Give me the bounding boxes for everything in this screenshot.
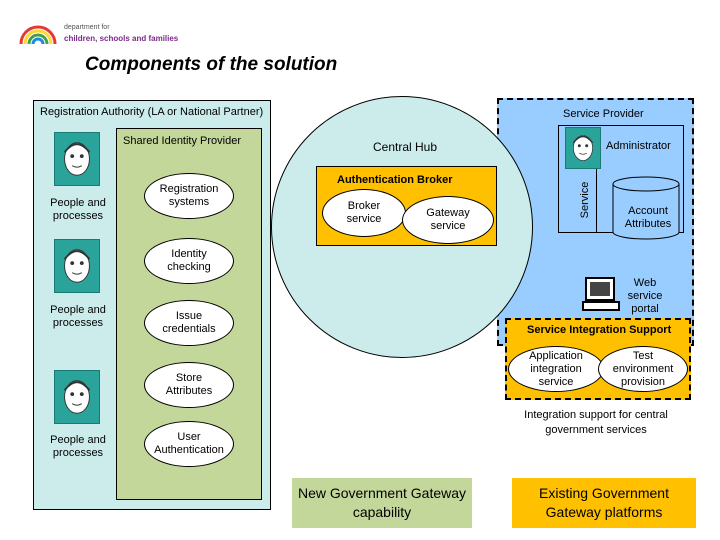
people-processes-label: People and processes	[50, 434, 106, 459]
service-integration-support-label: Service Integration Support	[527, 324, 672, 336]
issue-credentials-ellipse: Issue credentials	[144, 300, 234, 346]
rainbow-logo-icon	[19, 25, 57, 45]
registration-systems-ellipse: Registration systems	[144, 173, 234, 219]
web-service-portal-label: Web service portal	[627, 276, 663, 315]
legend-new-capability: New Government Gateway capability	[292, 478, 472, 528]
page-title: Components of the solution	[85, 54, 338, 75]
authentication-broker-label: Authentication Broker	[337, 174, 453, 186]
registration-systems-label: Registration systems	[159, 183, 219, 208]
identity-checking-label: Identity checking	[167, 248, 211, 273]
broker-service-label: Broker service	[346, 200, 382, 225]
people-processes-label: People and processes	[50, 304, 106, 329]
person-face-icon	[54, 132, 100, 186]
administrator-label: Administrator	[606, 140, 671, 152]
identity-checking-ellipse: Identity checking	[144, 238, 234, 284]
logo-text-top: department for	[64, 24, 110, 31]
user-authentication-ellipse: User Authentication	[144, 421, 234, 467]
computer-icon	[582, 277, 620, 311]
people-processes-label: People and processes	[50, 197, 106, 222]
store-attributes-label: Store Attributes	[165, 372, 213, 397]
test-environment-label: Test environment provision	[612, 349, 674, 388]
registration-authority-label: Registration Authority (LA or National P…	[40, 106, 264, 118]
service-vertical-box	[573, 167, 597, 233]
person-face-icon	[54, 239, 100, 293]
application-integration-ellipse: Application integration service	[508, 346, 604, 392]
application-integration-label: Application integration service	[529, 349, 583, 388]
logo-text-bottom: children, schools and families	[64, 34, 179, 43]
test-environment-ellipse: Test environment provision	[598, 346, 688, 392]
issue-credentials-label: Issue credentials	[162, 310, 216, 335]
integration-support-text: Integration support for central governme…	[524, 409, 668, 436]
service-provider-label: Service Provider	[563, 108, 644, 120]
store-attributes-ellipse: Store Attributes	[144, 362, 234, 408]
legend-existing-platforms: Existing Government Gateway platforms	[512, 478, 696, 528]
administrator-face-icon	[565, 127, 601, 169]
broker-service-ellipse: Broker service	[322, 189, 406, 237]
user-authentication-label: User Authentication	[154, 431, 224, 456]
account-attributes-label: Account Attributes	[624, 205, 672, 230]
logo: department for children, schools and fam…	[18, 20, 188, 50]
database-cylinder-icon	[612, 176, 680, 240]
central-hub-label: Central Hub	[373, 140, 438, 154]
gateway-service-label: Gateway service	[426, 207, 470, 232]
shared-identity-provider-label: Shared Identity Provider	[123, 135, 242, 147]
person-face-icon	[54, 370, 100, 424]
gateway-service-ellipse: Gateway service	[402, 196, 494, 244]
service-label: Service	[578, 181, 591, 219]
